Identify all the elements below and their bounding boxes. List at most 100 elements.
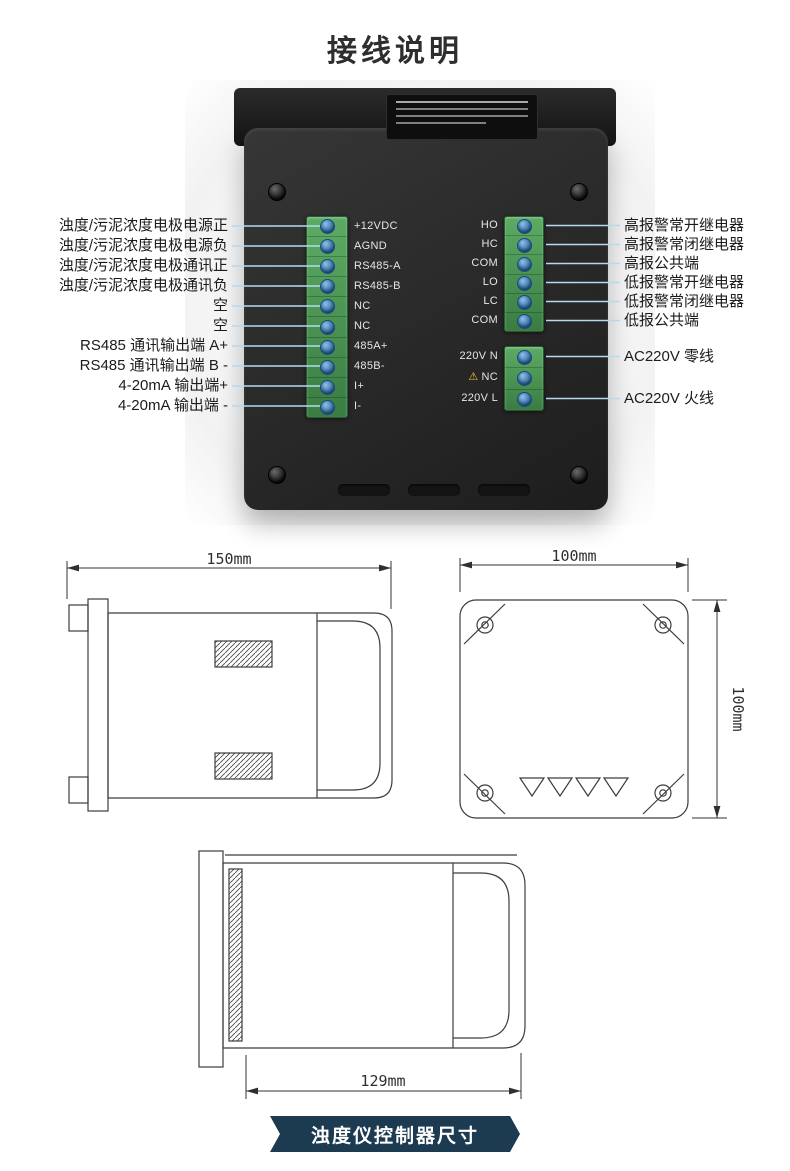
dimension-label-100mm-width: 100mm — [551, 550, 596, 565]
terminal-label: RS485-A — [354, 260, 401, 272]
terminal-label: NC — [354, 300, 371, 312]
terminal-cell — [307, 378, 347, 398]
terminal-label: I- — [354, 400, 362, 412]
terminal-label: NC — [354, 320, 371, 332]
terminal-screw-icon — [516, 295, 532, 311]
terminal-labels-power: 220V N ⚠NC 220V L — [408, 346, 498, 409]
sticker-text-line — [396, 122, 486, 124]
terminal-cell — [307, 338, 347, 358]
terminal-label: LC — [483, 295, 498, 307]
terminal-screw-icon — [319, 299, 335, 315]
terminal-labels-left: +12VDC AGND RS485-A RS485-B NC NC 485A+ … — [354, 216, 428, 416]
terminal-label: 220V N — [459, 350, 498, 362]
terminal-screw-icon — [319, 379, 335, 395]
right-wiring-label: 高报警常开继电器 — [624, 217, 745, 234]
terminal-label: 485B- — [354, 360, 385, 372]
terminal-screw-icon — [516, 256, 532, 272]
right-wiring-label: 低报公共端 — [624, 312, 700, 329]
terminal-label: RS485-B — [354, 280, 401, 292]
corner-screw-icon — [268, 183, 286, 201]
terminal-label: 220V L — [461, 392, 498, 404]
dimension-label-129mm: 129mm — [360, 1072, 405, 1090]
dimension-label-150mm: 150mm — [206, 553, 251, 568]
corner-screw-icon — [570, 466, 588, 484]
corner-screw-icon — [570, 183, 588, 201]
left-wiring-label: RS485 通讯输出端 B - — [79, 357, 228, 374]
terminal-cell — [505, 294, 543, 313]
terminal-label: ⚠NC — [408, 367, 498, 388]
terminal-screw-icon — [516, 392, 532, 408]
terminal-label: LO — [482, 276, 498, 288]
terminal-block-left — [306, 216, 348, 418]
left-wiring-label: 空 — [212, 297, 228, 314]
terminal-cell — [307, 217, 347, 238]
wiring-labels-left: 浊度/污泥浓度电极电源正 浊度/污泥浓度电极电源负 浊度/污泥浓度电极通讯正 浊… — [8, 216, 228, 416]
terminal-screw-icon — [516, 370, 532, 386]
power-label-neutral: AC220V 零线 — [624, 348, 715, 365]
terminal-cell — [307, 277, 347, 298]
terminal-screw-icon — [516, 349, 532, 365]
wiring-labels-right: 高报警常开继电器 高报警常闭继电器 高报公共端 低报警常开继电器 低报警常闭继电… — [624, 216, 786, 330]
left-wiring-label: 浊度/污泥浓度电极电源负 — [58, 237, 228, 254]
terminal-label: AGND — [354, 240, 387, 252]
terminal-label: I+ — [354, 380, 365, 392]
controller-size-banner: 浊度仪控制器尺寸 — [270, 1116, 520, 1152]
right-wiring-label: 高报警常闭继电器 — [624, 236, 745, 253]
terminal-screw-icon — [319, 219, 335, 235]
left-wiring-label: 浊度/污泥浓度电极通讯正 — [58, 257, 228, 274]
terminal-label: COM — [471, 314, 498, 326]
terminal-label: 485A+ — [354, 340, 388, 352]
terminal-screw-icon — [516, 314, 532, 330]
sticker-text-line — [396, 101, 528, 103]
right-wiring-label: 高报公共端 — [624, 255, 700, 272]
vent-slot — [478, 484, 530, 496]
controller-back-panel: +12VDC AGND RS485-A RS485-B NC NC 485A+ … — [228, 88, 623, 513]
right-wiring-label: 低报警常开继电器 — [624, 274, 745, 291]
terminal-screw-icon — [516, 218, 532, 234]
terminal-screw-icon — [319, 279, 335, 295]
depth-view-drawing: 129mm — [198, 850, 526, 1099]
terminal-cell — [505, 390, 543, 410]
terminal-screw-icon — [516, 237, 532, 253]
front-view-drawing: 100mm 100mm — [459, 550, 745, 819]
terminal-cell — [505, 255, 543, 275]
terminal-screw-icon — [319, 259, 335, 275]
side-view-drawing: 150mm — [66, 553, 393, 812]
terminal-label: +12VDC — [354, 220, 398, 232]
vent-slot — [338, 484, 390, 496]
terminal-cell — [505, 275, 543, 294]
terminal-label: HC — [481, 238, 498, 250]
right-wiring-label: 低报警常闭继电器 — [624, 293, 745, 310]
vent-slot — [408, 484, 460, 496]
terminal-cell — [505, 347, 543, 369]
power-label-live: AC220V 火线 — [624, 390, 715, 407]
terminal-cell — [505, 217, 543, 237]
terminal-cell — [307, 317, 347, 338]
dimension-label-100mm-height: 100mm — [729, 686, 745, 731]
terminal-cell — [307, 358, 347, 378]
terminal-screw-icon — [319, 339, 335, 355]
left-wiring-label: 浊度/污泥浓度电极电源正 — [58, 217, 228, 234]
banner-text: 浊度仪控制器尺寸 — [310, 1125, 479, 1147]
corner-screw-icon — [268, 466, 286, 484]
terminal-label: COM — [471, 257, 498, 269]
terminal-screw-icon — [516, 276, 532, 292]
terminal-block-relay — [504, 216, 544, 332]
left-wiring-label: 4-20mA 输出端+ — [118, 377, 228, 394]
left-wiring-label: 空 — [212, 317, 228, 334]
device-body — [244, 128, 608, 510]
terminal-block-power — [504, 346, 544, 411]
terminal-cell — [307, 297, 347, 318]
warning-icon: ⚠ — [468, 371, 479, 383]
terminal-cell — [307, 398, 347, 417]
terminal-screw-icon — [319, 359, 335, 375]
page-title: 接线说明 — [327, 35, 463, 68]
terminal-cell — [505, 313, 543, 331]
terminal-label-text: NC — [481, 371, 498, 383]
terminal-label: HO — [480, 219, 498, 231]
terminal-screw-icon — [319, 319, 335, 335]
terminal-labels-right: HO HC COM LO LC COM — [424, 216, 498, 330]
left-wiring-label: RS485 通讯输出端 A+ — [80, 337, 228, 354]
sticker-text-line — [396, 115, 528, 117]
